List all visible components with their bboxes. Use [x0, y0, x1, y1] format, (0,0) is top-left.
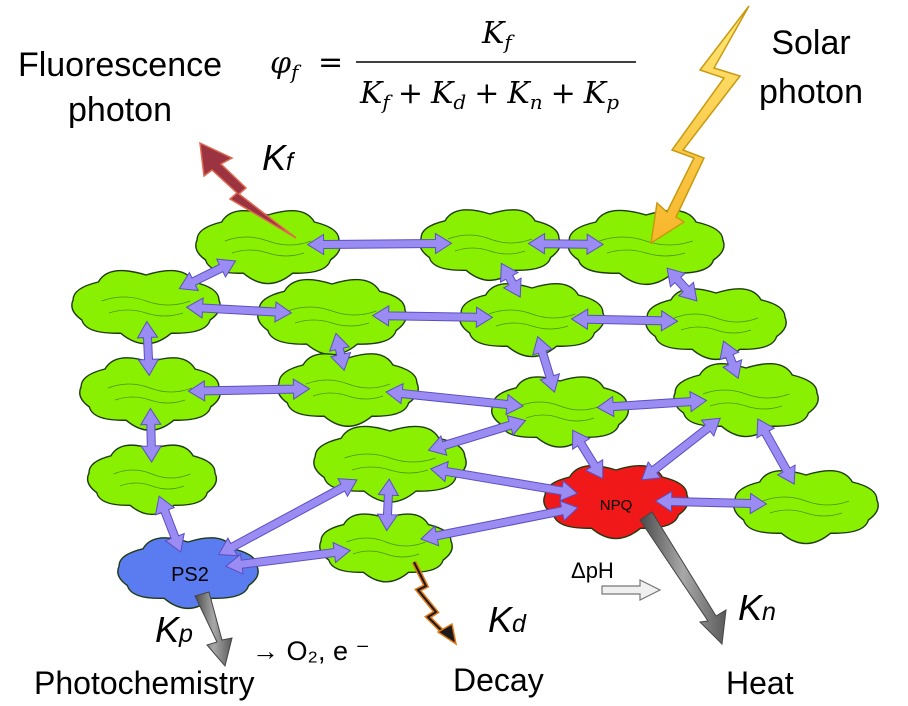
kn-rate-label: Kn [738, 587, 776, 628]
solar-photon-arrow [650, 5, 750, 245]
solar-label: Solar [771, 24, 850, 62]
kd-rate-label: Kd [488, 599, 527, 640]
decay-arrow [411, 560, 458, 646]
antenna-complex [673, 362, 819, 438]
antenna-complex [257, 278, 407, 356]
svg-text:=: = [318, 45, 343, 80]
antenna-complex [86, 444, 218, 516]
npq-label: NPQ [600, 497, 633, 514]
ps2-label: PS2 [171, 564, 209, 586]
energy-transfer-arrow [371, 305, 494, 329]
antenna-complex [733, 469, 879, 545]
energy-transfer-arrow [420, 500, 579, 547]
energy-transfer-arrow [527, 232, 605, 256]
energy-transfer-arrow [178, 258, 237, 292]
energy-transfer-arrow [532, 335, 561, 394]
energy-transfer-arrow [499, 262, 522, 298]
energy-transfer-arrow [187, 378, 311, 402]
quantum-yield-equation: φf = Kf Kf+Kd+Kn+Kp [270, 16, 636, 114]
svg-text:φf: φf [270, 46, 302, 84]
energy-transfer-arrow [385, 382, 524, 416]
fluorescence-label: Fluorescence [18, 46, 222, 84]
energy-transfer-arrow [756, 418, 796, 485]
antenna-complex [277, 353, 419, 427]
energy-transfer-arrow [306, 232, 453, 256]
antenna-complex [491, 376, 629, 448]
energy-transfer-arrow [328, 332, 352, 372]
antenna-complex-network [71, 209, 879, 610]
energy-transfer-arrow [570, 308, 679, 332]
products-label: → O₂, e ⁻ [252, 636, 370, 666]
energy-transfer-arrow [654, 490, 768, 515]
energy-transfer-arrow [139, 407, 163, 463]
antenna-complex [459, 282, 605, 358]
energy-transfer-arrow [666, 267, 698, 302]
photochemistry-arrow [194, 591, 233, 668]
energy-transfer-arrow [376, 478, 400, 532]
energy-transfer-arrow [154, 495, 185, 553]
antenna-complex [645, 288, 787, 361]
ps2-reaction-center [117, 537, 259, 610]
energy-transfer-arrow [572, 429, 604, 480]
decay-label: Decay [453, 662, 544, 698]
heat-label: Heat [726, 665, 794, 701]
kp-rate-label: Kp [155, 609, 193, 650]
svg-text:Kf: Kf [481, 16, 515, 54]
antenna-complex [419, 209, 561, 282]
solar-photon-label: photon [759, 73, 863, 111]
fluorescence-photon-label: photon [68, 91, 172, 129]
photochemistry-label: Photochemistry [34, 665, 255, 701]
delta-ph-label: ΔpH [571, 558, 614, 583]
svg-text:Kf+Kd+Kn+Kp: Kf+Kd+Kn+Kp [359, 76, 619, 114]
energy-transfer-arrows [136, 232, 796, 575]
antenna-complex [567, 209, 725, 285]
kf-rate-label: Kf [262, 137, 296, 178]
energy-transfer-arrow [429, 460, 579, 502]
energy-transfer-arrow [641, 417, 721, 481]
energy-transfer-arrow [136, 320, 160, 377]
heat-arrow [639, 511, 727, 646]
fluorescence-photon-arrow [199, 141, 297, 239]
delta-ph-arrow [601, 579, 662, 601]
energy-transfer-arrow [719, 340, 743, 380]
energy-transfer-arrow [427, 414, 527, 456]
energy-transfer-arrow [596, 390, 708, 418]
energy-transfer-arrow [185, 297, 293, 323]
energy-transfer-arrow [217, 478, 358, 557]
energy-transfer-arrow [224, 541, 352, 575]
